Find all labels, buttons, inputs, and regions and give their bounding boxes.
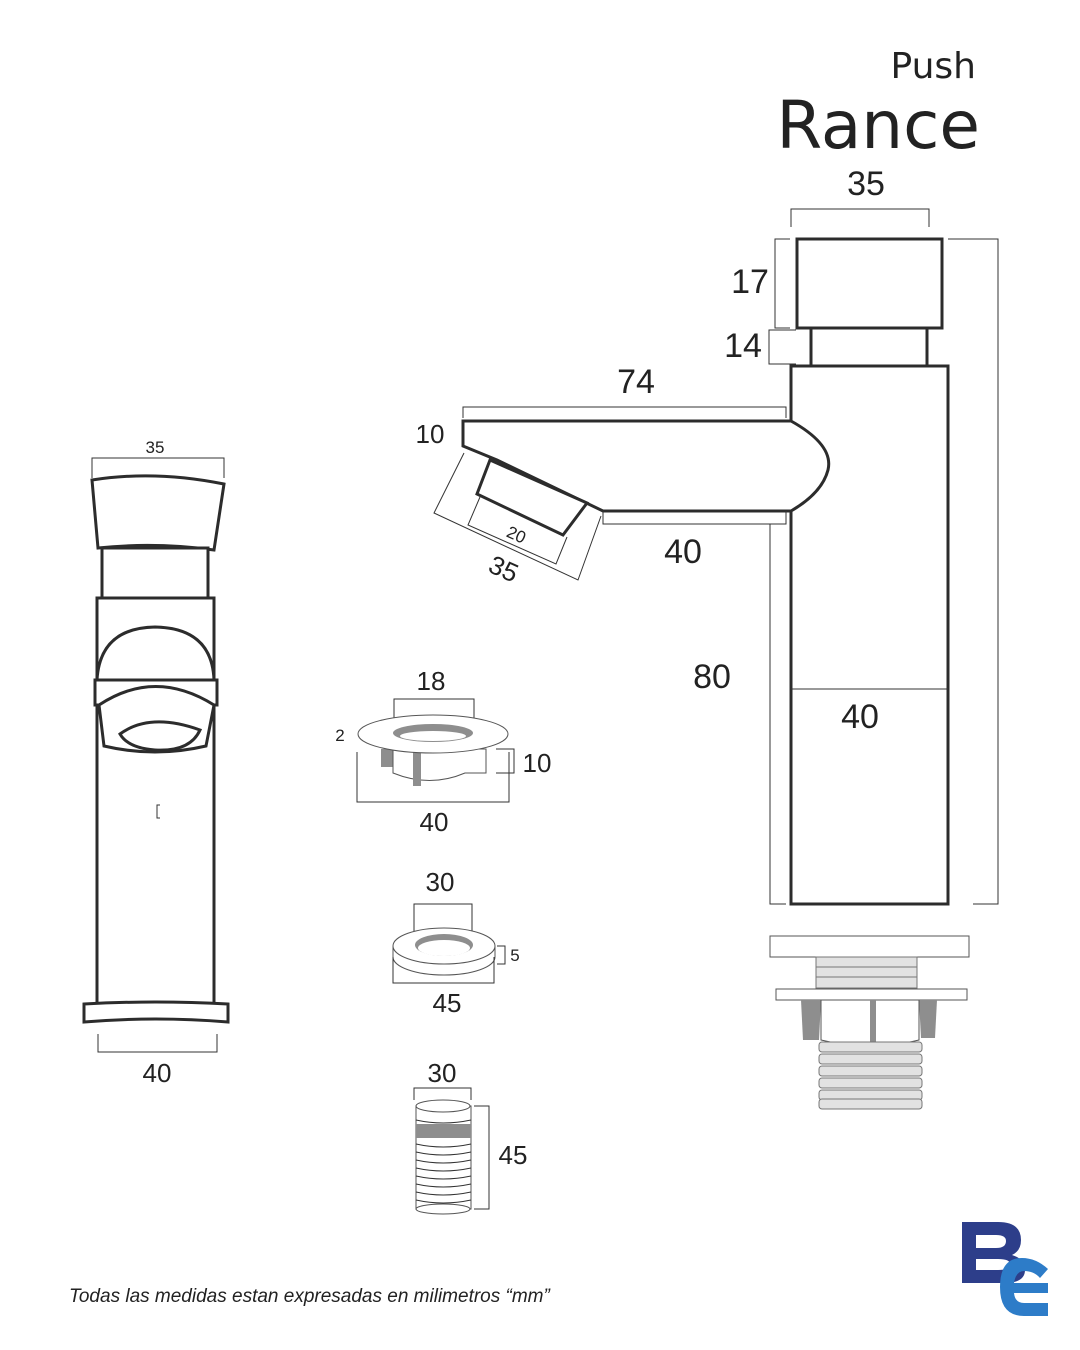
aerator-inner-dimension-line — [467, 496, 568, 565]
thread-ring — [815, 956, 918, 968]
aerator-inner-label: 20 — [504, 522, 529, 547]
thread-ring — [818, 1053, 923, 1065]
thread-diameter-label: 30 — [428, 1058, 457, 1088]
cap-opening-inner — [400, 731, 466, 741]
product-title: Rance — [776, 87, 980, 164]
cap-tab-left — [381, 749, 393, 767]
thread-line — [415, 1183, 472, 1188]
thread-line — [415, 1151, 472, 1156]
body-height-dimension-line — [769, 523, 786, 905]
front-aerator-opening — [118, 720, 203, 752]
thread-line — [415, 1143, 472, 1148]
washer-hole-inner — [418, 940, 470, 956]
front-mark — [156, 804, 160, 819]
thread-line — [415, 1191, 472, 1196]
spout — [461, 419, 831, 513]
total-height-dimension-line — [948, 238, 999, 905]
front-collar — [100, 546, 210, 600]
cap-slot — [413, 752, 421, 786]
front-button-cap — [90, 474, 226, 552]
mount-slot — [870, 1000, 876, 1046]
front-base-dimension-line — [97, 1034, 218, 1053]
mount-plate-top — [769, 935, 970, 958]
thread-line — [415, 1167, 472, 1172]
cap-inner-label: 18 — [417, 666, 446, 696]
thread-band — [416, 1124, 471, 1138]
mount-plate-lower — [775, 988, 968, 1001]
spout-offset-dimension-line — [602, 511, 787, 525]
front-view: 35 40 — [82, 438, 230, 1088]
thread-line — [415, 1175, 472, 1180]
front-top-dimension-line — [91, 457, 225, 478]
spout-length-dimension-line — [462, 406, 787, 418]
cap-outer-dimension-line — [356, 752, 510, 803]
body-width-label: 40 — [841, 698, 879, 736]
washer-outer-dimension-line — [392, 957, 495, 984]
front-base-width-label: 40 — [143, 1058, 172, 1088]
button-width-dimension-line — [790, 208, 930, 227]
front-base — [82, 1000, 230, 1024]
button-height-label: 17 — [731, 263, 769, 301]
spout-length-label: 74 — [617, 363, 655, 401]
cap-sleeve — [392, 748, 487, 781]
brand-logo — [962, 1222, 1048, 1316]
thread-line — [415, 1199, 472, 1204]
logo-letter-e — [1000, 1258, 1048, 1316]
washer-inner-label: 30 — [426, 867, 455, 897]
mount-thread-upper — [815, 956, 918, 989]
thread-top — [415, 1099, 471, 1113]
threaded-part: 30 45 — [413, 1058, 528, 1215]
button-height-dimension-line — [774, 238, 790, 329]
cap-inner-dimension-line — [393, 698, 475, 728]
cap-outer-label: 40 — [420, 807, 449, 837]
aerator-outer-dimension-line — [433, 452, 602, 581]
thread-ring — [818, 1065, 923, 1077]
cap-part: 18 2 10 40 — [335, 666, 551, 837]
side-view: 35 17 14 40 74 10 20 35 40 80 — [416, 165, 999, 1110]
side-body — [789, 364, 950, 906]
thread-diameter-dimension-line — [413, 1087, 472, 1100]
aerator-outer-label: 35 — [484, 549, 523, 588]
aerator — [475, 457, 590, 537]
spout-offset-label: 40 — [664, 533, 702, 571]
body-height-label: 80 — [693, 658, 731, 696]
cap-height-dimension-line — [496, 748, 515, 774]
thread-bottom — [415, 1203, 471, 1215]
spout-thickness-label: 10 — [416, 419, 445, 449]
washer-thickness-label: 5 — [510, 946, 519, 965]
mount-thread-lower — [818, 1041, 923, 1110]
thread-ring — [818, 1041, 923, 1053]
thread-length-dimension-line — [474, 1105, 490, 1210]
collar-height-label: 14 — [724, 327, 762, 365]
thread-ring — [815, 966, 918, 978]
cap-flange-label: 2 — [335, 726, 344, 745]
thread-rings — [415, 1119, 472, 1204]
thread-ring — [815, 976, 918, 989]
front-spout-top — [95, 625, 216, 682]
thread-length-label: 45 — [499, 1140, 528, 1170]
washer-outer-label: 45 — [433, 988, 462, 1018]
washer-inner-dimension-line — [413, 903, 473, 936]
cap-height-label: 10 — [523, 748, 552, 778]
thread-line — [415, 1119, 472, 1124]
product-subtitle: Push — [891, 46, 976, 87]
thread-ring — [818, 1098, 923, 1110]
thread-line — [415, 1159, 472, 1164]
collar-height-dimension-line — [768, 329, 796, 365]
thread-ring — [818, 1077, 923, 1089]
footer-note: Todas las medidas estan expresadas en mi… — [69, 1286, 551, 1307]
front-top-width-label: 35 — [146, 438, 165, 457]
push-button — [795, 237, 944, 330]
button-width-label: 35 — [847, 165, 885, 203]
washer-thickness-dimension-line — [497, 945, 506, 965]
mount-clip-right — [919, 1000, 937, 1038]
mount-clip-left — [801, 1000, 821, 1040]
washer-part: 30 5 45 — [392, 867, 520, 1018]
side-collar — [809, 326, 929, 368]
